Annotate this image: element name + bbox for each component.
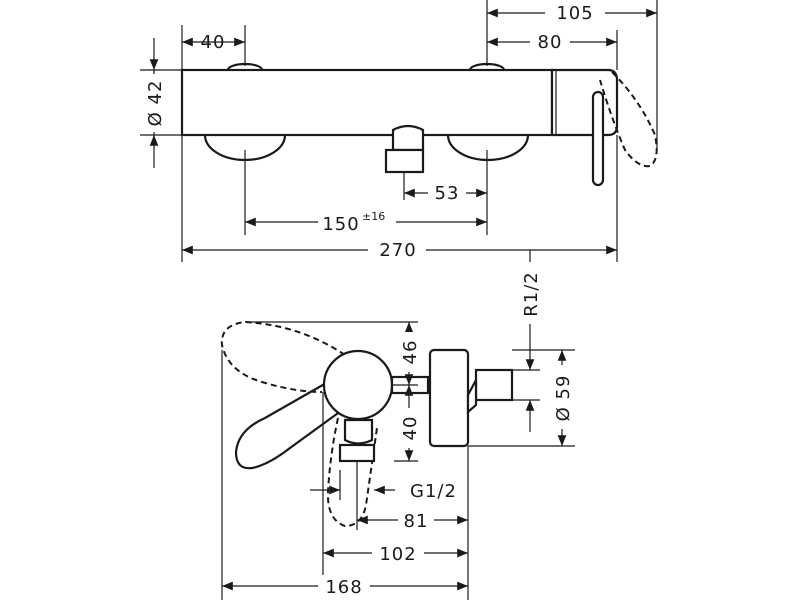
dim-40-side-label: 40	[400, 416, 421, 441]
dim-r12-label: R1/2	[521, 271, 542, 316]
mixer-body	[180, 62, 658, 187]
dim-d42-label: Ø 42	[145, 80, 166, 127]
dim-53-label: 53	[435, 183, 460, 204]
side-view: 46 40 R1/2 Ø 59 G1/2 81 102 168	[220, 250, 575, 600]
handle-circle	[322, 349, 394, 421]
lever-solid	[234, 381, 346, 470]
dim-g12-label: G1/2	[410, 481, 457, 502]
dim-102-label: 102	[379, 544, 416, 565]
dim-150-tolerance: ±16	[362, 210, 385, 223]
dim-46-label: 46	[400, 340, 421, 365]
dim-168-label: 168	[325, 577, 362, 598]
dim-d59-label: Ø 59	[553, 375, 574, 422]
dim-80-label: 80	[538, 32, 563, 53]
dim-81-label: 81	[404, 511, 429, 532]
top-view: 40 105 80 Ø 42 53 150 ±16 270	[140, 0, 658, 262]
dim-105-label: 105	[556, 3, 593, 24]
dim-40-label: 40	[201, 32, 226, 53]
dim-150-label: 150	[322, 214, 359, 235]
lever-rotated-upper	[220, 320, 346, 393]
dim-270-label: 270	[379, 240, 416, 261]
